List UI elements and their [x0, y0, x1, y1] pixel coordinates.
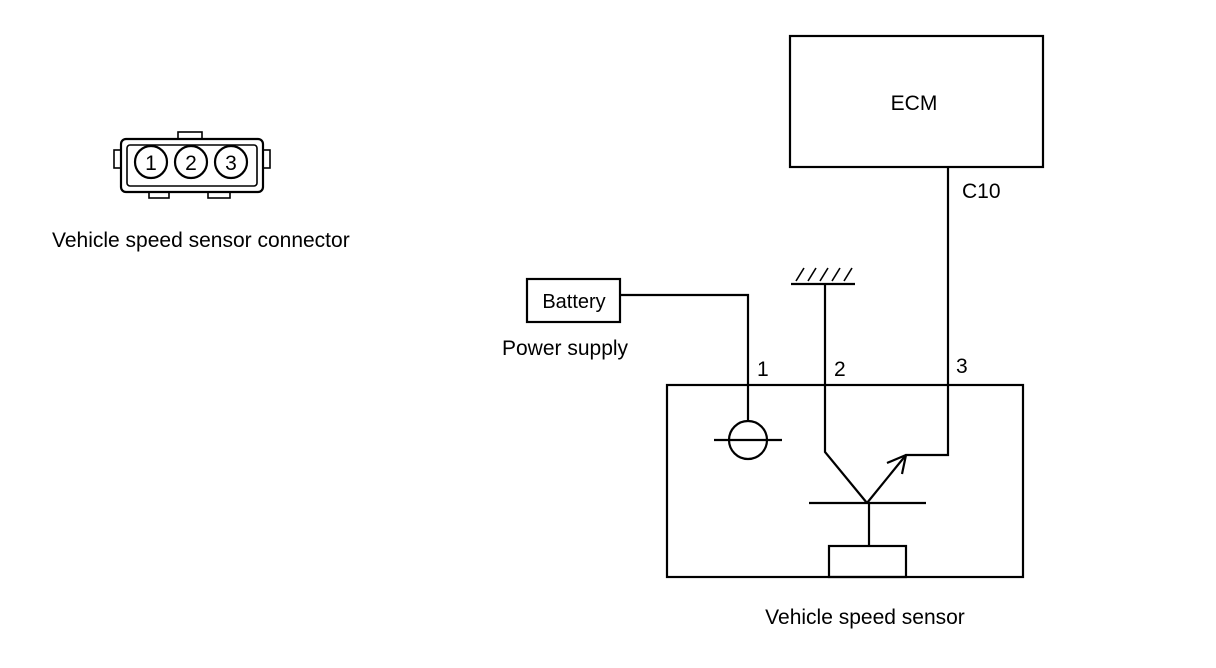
- sensor-caption: Vehicle speed sensor: [765, 606, 965, 629]
- connector-tab-right: [262, 149, 271, 169]
- sensor-pin-3-label: 3: [956, 355, 968, 378]
- sensor-box: [665, 383, 1025, 579]
- power-supply-caption: Power supply: [502, 337, 629, 360]
- connector-pin-label: 1: [145, 152, 157, 175]
- connector-pin-label: 3: [225, 152, 237, 175]
- ecm-terminal-label: C10: [962, 180, 1001, 203]
- ground-symbol: [791, 267, 855, 286]
- connector-foot-right: [207, 191, 231, 199]
- battery-box: [525, 277, 622, 324]
- connector-pin-circle-3: [213, 144, 249, 180]
- connector-pin-circle-2: [173, 144, 209, 180]
- sensor-pin-1-label: 1: [757, 358, 769, 381]
- connector-graphic: 1 2 3: [113, 131, 271, 199]
- connector-pin-label: 2: [185, 152, 197, 175]
- connector-foot-left: [148, 191, 170, 199]
- connector-pin-circle-1: [133, 144, 169, 180]
- transistor-arrow-icon: [886, 453, 908, 475]
- connector-tab-left: [113, 149, 122, 169]
- sensor-pin-2-label: 2: [834, 358, 846, 381]
- transistor-collector: [823, 385, 868, 504]
- connector-caption: Vehicle speed sensor connector: [52, 229, 350, 252]
- battery-label: Battery: [542, 291, 605, 313]
- battery-wire: [620, 293, 750, 385]
- ecm-label: ECM: [891, 92, 938, 115]
- transistor-emitter: [866, 385, 950, 504]
- ecm-box: [788, 34, 1045, 169]
- hall-element: [827, 544, 908, 579]
